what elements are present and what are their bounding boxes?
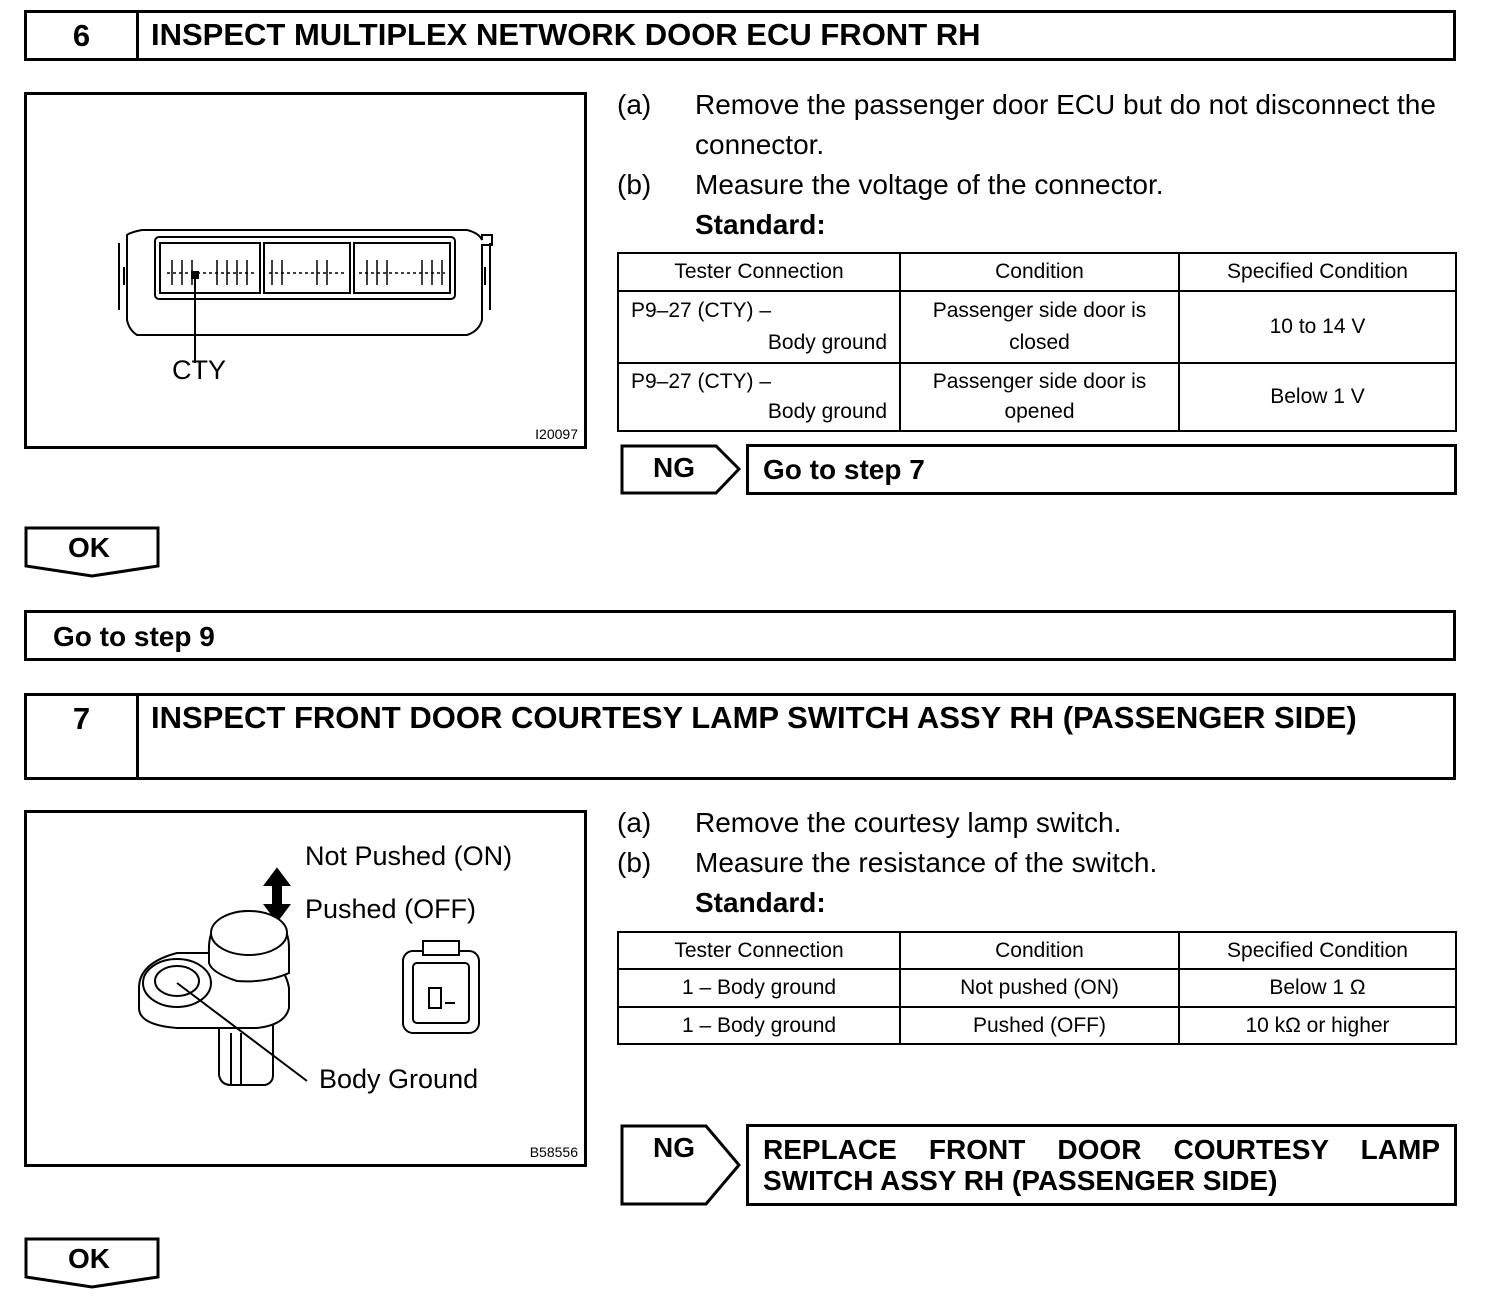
table-row: P9–27 (CTY) – Body ground Passenger side… — [617, 290, 1457, 364]
specified-condition-cell: Below 1 Ω — [1178, 968, 1457, 1008]
cell-line: opened — [1004, 400, 1075, 423]
table-row: 1 – Body ground Not pushed (ON) Below 1 … — [617, 968, 1457, 1008]
column-header: Tester Connection — [617, 252, 901, 292]
tester-connection-cell: P9–27 (CTY) – Body ground — [617, 290, 901, 364]
instruction-label: (a) — [617, 89, 652, 120]
tester-connection-cell: 1 – Body ground — [617, 1006, 901, 1045]
step-6-instructions: (a) Remove the passenger door ECU but do… — [617, 85, 1467, 245]
condition-cell: Passenger side door is closed — [899, 290, 1180, 364]
step-7-instructions: (a) Remove the courtesy lamp switch. (b)… — [617, 803, 1467, 923]
specified-condition-cell: 10 to 14 V — [1178, 290, 1457, 364]
column-header: Specified Condition — [1178, 252, 1457, 292]
instruction-b: (b) Measure the resistance of the switch… — [617, 843, 1467, 883]
ok-arrow-shape — [24, 526, 160, 578]
courtesy-switch-illustration — [138, 867, 480, 1086]
table-header-row: Tester Connection Condition Specified Co… — [617, 252, 1457, 292]
ng-label: NG — [653, 1132, 695, 1163]
instruction-label: (b) — [617, 847, 652, 878]
column-header: Condition — [899, 931, 1180, 970]
ng-action-text: REPLACE FRONT DOOR COURTESY LAMP SWITCH … — [763, 1134, 1440, 1196]
ok-label: OK — [68, 1243, 110, 1274]
column-header: Tester Connection — [617, 931, 901, 970]
step-6-header: 6 INSPECT MULTIPLEX NETWORK DOOR ECU FRO… — [24, 10, 1456, 61]
voltage-spec-table: Tester Connection Condition Specified Co… — [617, 252, 1457, 432]
go-to-step-9-box: Go to step 9 — [24, 610, 1456, 661]
ok-label: OK — [68, 532, 110, 563]
ecu-connector-illustration — [118, 229, 493, 363]
instruction-text: Remove the passenger door ECU but do not… — [695, 89, 1436, 160]
body-ground-label: Body Ground — [319, 1064, 479, 1094]
resistance-spec-table: Tester Connection Condition Specified Co… — [617, 931, 1457, 1045]
cell-line: closed — [1009, 331, 1070, 354]
instruction-label: (a) — [617, 807, 652, 838]
step-number: 7 — [27, 696, 139, 777]
cell-line: P9–27 (CTY) – — [631, 370, 772, 393]
ng-arrow-shape — [620, 1124, 741, 1206]
figure-code: B58556 — [529, 1144, 578, 1160]
step-title: INSPECT FRONT DOOR COURTESY LAMP SWITCH … — [151, 700, 1357, 735]
ng-action-box: REPLACE FRONT DOOR COURTESY LAMP SWITCH … — [746, 1124, 1457, 1206]
instruction-text: Remove the courtesy lamp switch. — [695, 807, 1122, 838]
ok-arrow-shape — [24, 1237, 160, 1289]
column-header: Condition — [899, 252, 1180, 292]
table-row: 1 – Body ground Pushed (OFF) 10 kΩ or hi… — [617, 1006, 1457, 1045]
ng-label: NG — [653, 452, 695, 483]
instruction-label: (b) — [617, 169, 652, 200]
ng-flag: NG — [620, 1124, 742, 1206]
cell-line: Body ground — [767, 331, 887, 354]
not-pushed-label: Not Pushed (ON) — [305, 841, 513, 871]
instruction-a: (a) Remove the courtesy lamp switch. — [617, 803, 1467, 843]
cell-line: P9–27 (CTY) – — [631, 299, 772, 322]
specified-condition-cell: 10 kΩ or higher — [1178, 1006, 1457, 1045]
table-header-row: Tester Connection Condition Specified Co… — [617, 931, 1457, 970]
ng-action-text: Go to step 7 — [763, 454, 925, 485]
instruction-text: Measure the voltage of the connector. — [695, 169, 1164, 200]
ng-flag: NG — [620, 444, 742, 495]
condition-cell: Not pushed (ON) — [899, 968, 1180, 1008]
courtesy-switch-figure: Not Pushed (ON) Pushed (OFF) Body Ground… — [24, 810, 587, 1167]
ok-flag: OK — [24, 1237, 162, 1291]
pushed-label: Pushed (OFF) — [305, 894, 477, 924]
ok-action-text: Go to step 9 — [53, 621, 215, 652]
step-number: 6 — [27, 13, 139, 58]
ng-action-box: Go to step 7 — [746, 444, 1457, 495]
cty-label: CTY — [172, 355, 226, 385]
ok-flag: OK — [24, 526, 162, 580]
column-header: Specified Condition — [1178, 931, 1457, 970]
step-7-header: 7 INSPECT FRONT DOOR COURTESY LAMP SWITC… — [24, 693, 1456, 780]
condition-cell: Pushed (OFF) — [899, 1006, 1180, 1045]
specified-condition-cell: Below 1 V — [1178, 362, 1457, 432]
table-row: P9–27 (CTY) – Body ground Passenger side… — [617, 362, 1457, 432]
cell-line: Body ground — [767, 400, 887, 423]
tester-connection-cell: 1 – Body ground — [617, 968, 901, 1008]
standard-label: Standard: — [695, 209, 826, 240]
standard-label: Standard: — [695, 887, 826, 918]
cell-line: Passenger side door is — [932, 370, 1147, 393]
ecu-connector-figure: CTY I20097 — [24, 92, 587, 449]
condition-cell: Passenger side door is opened — [899, 362, 1180, 432]
figure-code: I20097 — [535, 426, 578, 442]
cell-line: Passenger side door is — [932, 299, 1147, 322]
tester-connection-cell: P9–27 (CTY) – Body ground — [617, 362, 901, 432]
instruction-b: (b) Measure the voltage of the connector… — [617, 165, 1467, 205]
ng-arrow-shape — [620, 444, 742, 495]
instruction-a: (a) Remove the passenger door ECU but do… — [617, 85, 1467, 165]
instruction-text: Measure the resistance of the switch. — [695, 847, 1158, 878]
step-title: INSPECT MULTIPLEX NETWORK DOOR ECU FRONT… — [151, 17, 981, 52]
